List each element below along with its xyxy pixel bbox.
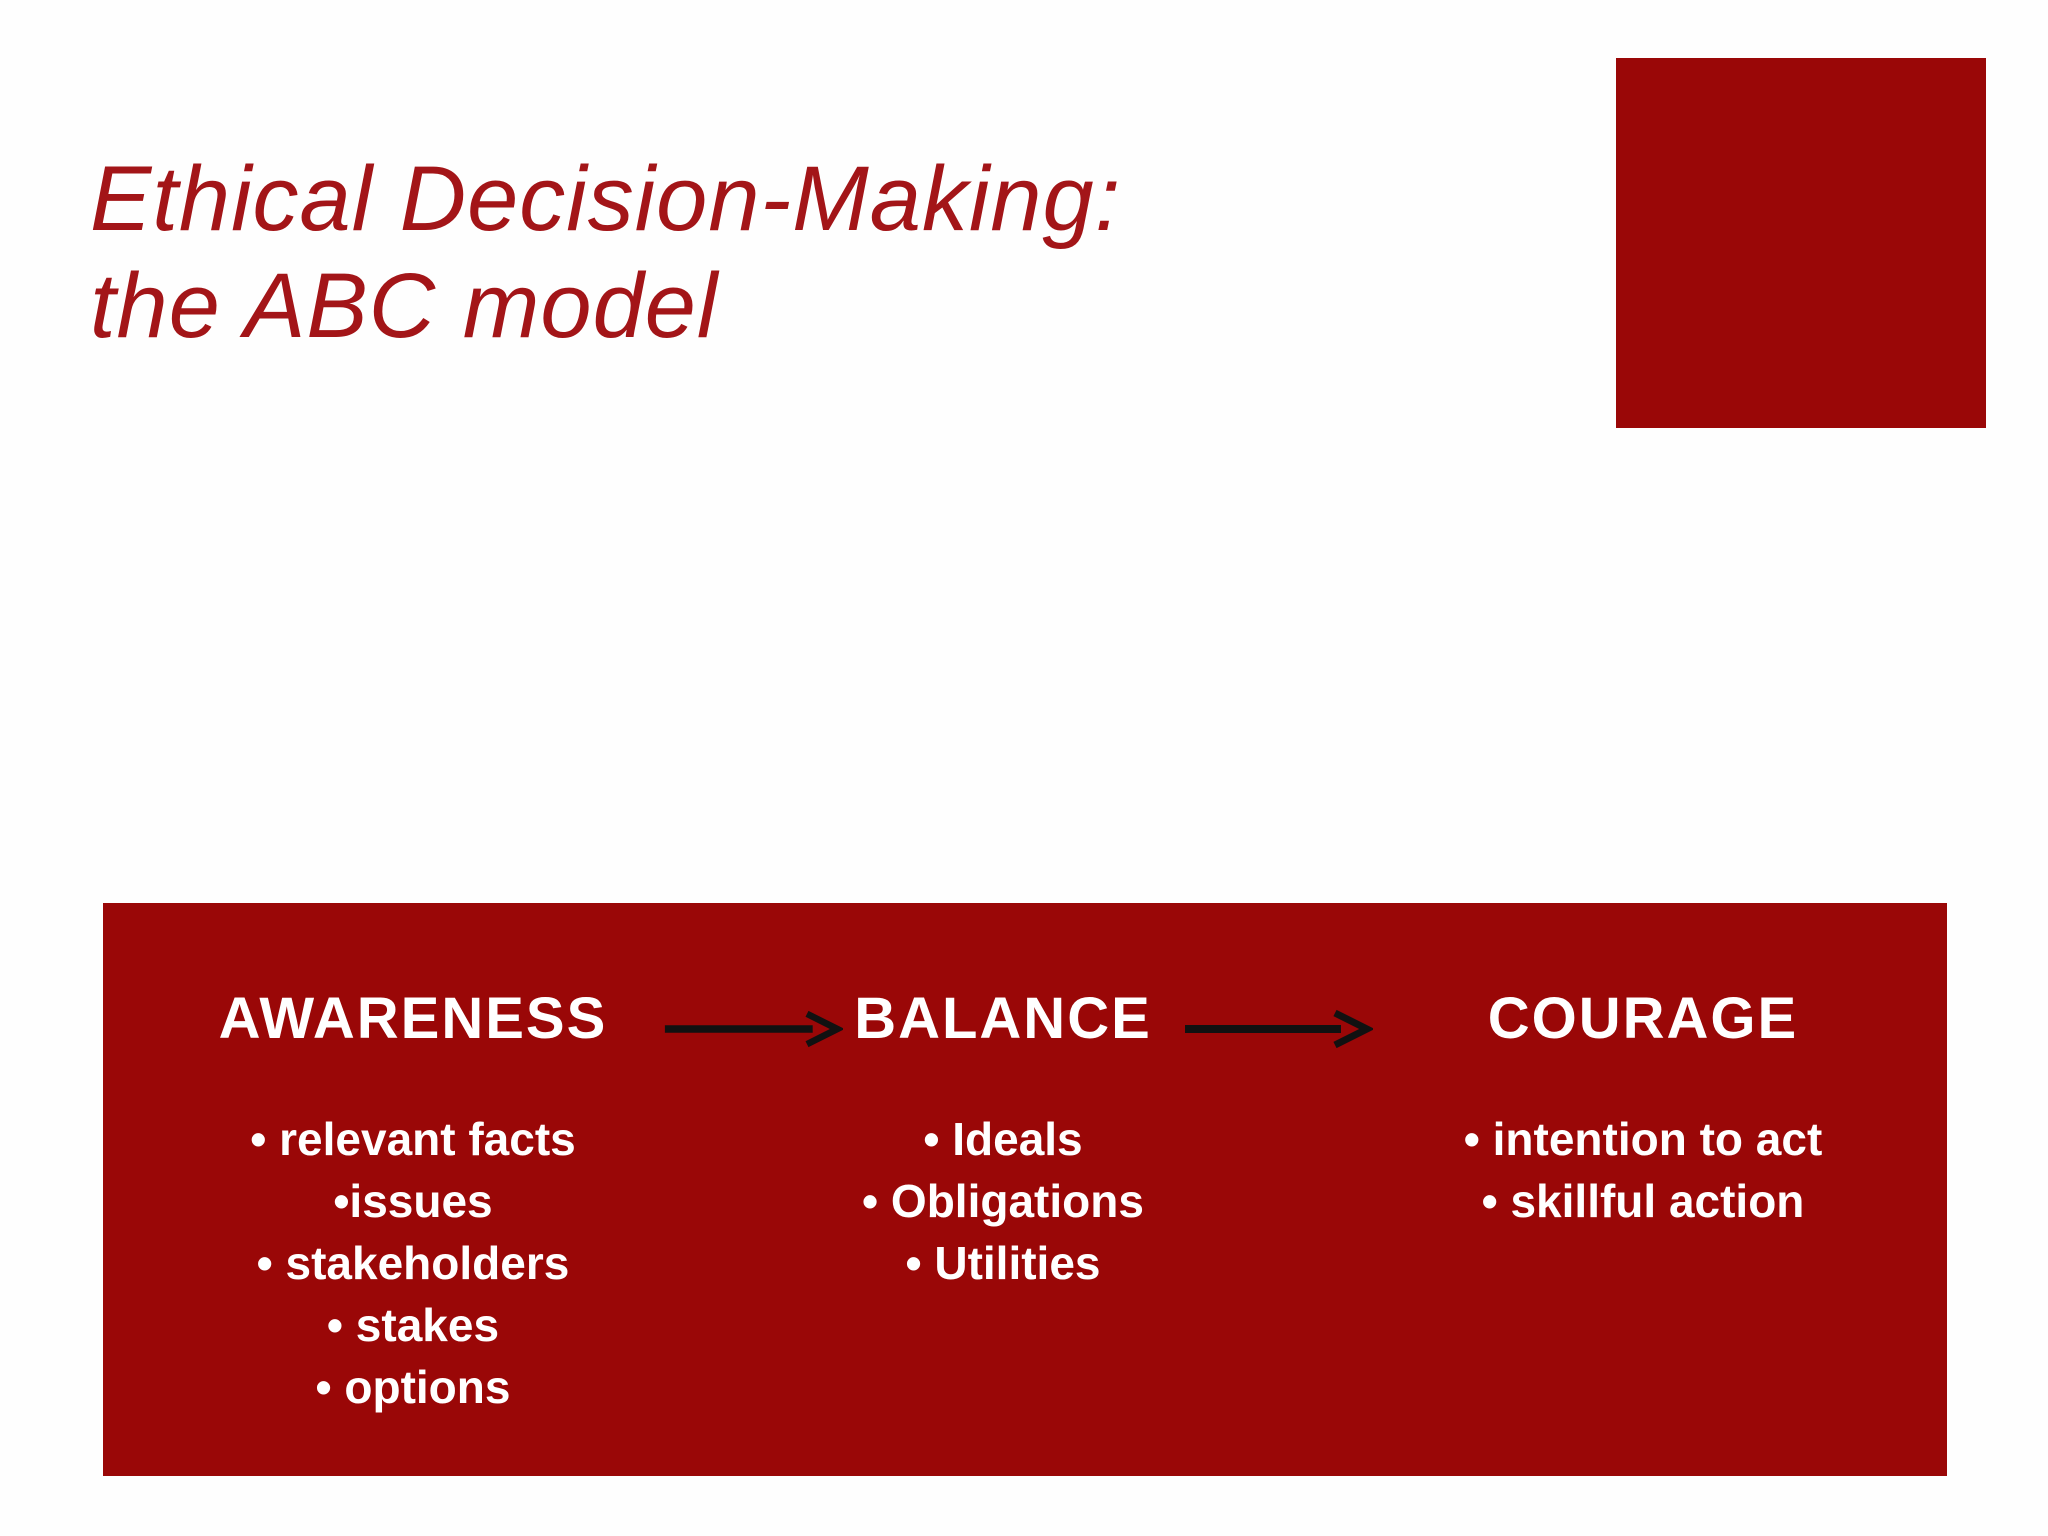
bullet-item: • Obligations: [862, 1175, 1144, 1228]
courage-heading: COURAGE: [1487, 986, 1799, 1051]
bullet-item: • stakeholders: [256, 1237, 570, 1290]
bullet-item: • relevant facts: [250, 1113, 576, 1165]
bullet-item: • stakes: [326, 1299, 500, 1352]
bullet-item: • skillful action: [1481, 1175, 1805, 1228]
awareness-column: AWARENESS • relevant facts •issues • sta…: [163, 903, 663, 1476]
corner-accent-square: [1616, 58, 1986, 428]
awareness-heading: AWARENESS: [218, 986, 608, 1051]
right-arrow-icon: [664, 1010, 843, 1048]
right-arrow-icon: [1185, 1009, 1373, 1049]
courage-column: COURAGE • intention to act • skillful ac…: [1393, 903, 1893, 1476]
arrow-awareness-to-balance: [663, 903, 843, 1476]
balance-heading: BALANCE: [854, 986, 1152, 1051]
courage-bullet-list: • intention to act • skillful action: [1464, 1108, 1823, 1232]
bullet-item: • Utilities: [905, 1237, 1101, 1290]
arrow-balance-to-courage: [1163, 903, 1393, 1476]
bullet-item: • Ideals: [923, 1113, 1083, 1165]
bullet-item: • intention to act: [1463, 1113, 1823, 1165]
slide-title-line2: the ABC model: [90, 254, 719, 357]
awareness-bullet-list: • relevant facts •issues • stakeholders …: [250, 1108, 575, 1418]
balance-column: BALANCE • Ideals • Obligations • Utiliti…: [843, 903, 1163, 1476]
slide-title-line1: Ethical Decision-Making:: [90, 148, 1122, 250]
bullet-item: •issues: [333, 1175, 493, 1228]
abc-model-banner: AWARENESS • relevant facts •issues • sta…: [103, 903, 1947, 1476]
slide-title: Ethical Decision-Making: the ABC model: [90, 146, 1121, 359]
bullet-item: • options: [315, 1361, 511, 1414]
balance-bullet-list: • Ideals • Obligations • Utilities: [862, 1108, 1144, 1294]
